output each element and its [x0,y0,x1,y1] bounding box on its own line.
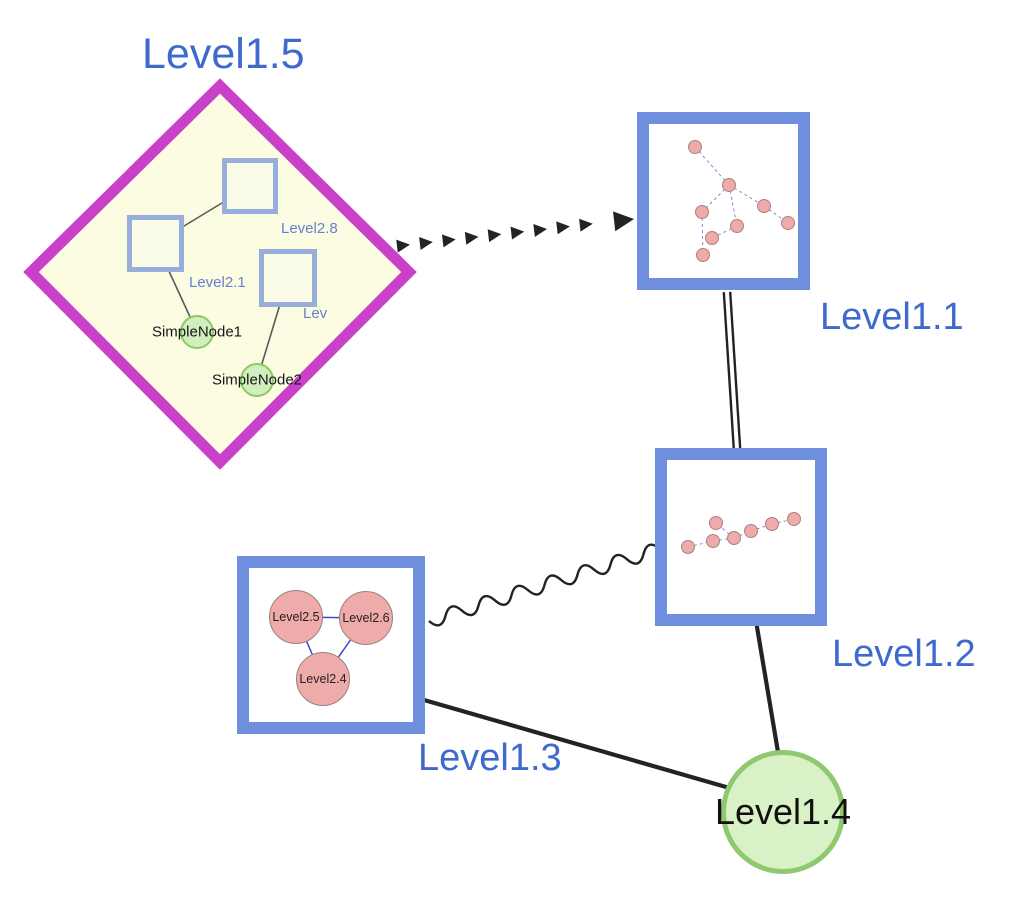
mini-graph-node[interactable] [730,219,744,233]
group-label: Lev [303,305,328,322]
node-label: SimpleNode1 [151,323,243,341]
edge-dashed-arrow-chevron[interactable] [612,211,634,232]
group-label: Level2.1 [189,274,246,291]
group-node-level1-5[interactable] [23,78,417,470]
mini-graph-edge[interactable] [694,146,730,186]
mini-graph-node[interactable] [757,199,771,213]
mini-graph-node[interactable] [781,216,795,230]
group-node-level2.1[interactable] [127,215,184,272]
edge-line[interactable] [421,697,743,794]
group-label-level1-1[interactable]: Level1.1 [820,296,964,338]
edge-dashed-arrow-chevron[interactable] [441,234,456,248]
group-node-level2.8[interactable] [222,158,278,214]
mini-graph-node[interactable] [705,231,719,245]
edge-wavy-line[interactable] [428,543,661,627]
mini-graph-edge[interactable] [687,540,714,548]
edge-line[interactable] [754,624,781,755]
mini-graph-node[interactable] [722,178,736,192]
inner-graph-level1-1 [688,140,795,262]
edge-dashed-arrow-chevron[interactable] [510,226,525,240]
mini-graph-edge[interactable] [711,225,738,239]
edge-dashed-arrow-chevron[interactable] [533,223,548,237]
node-level2.5[interactable]: Level2.5 [269,590,323,644]
node-level2.6[interactable]: Level2.6 [339,591,393,645]
node-level2.4[interactable]: Level2.4 [296,652,350,706]
node-label: SimpleNode2 [211,371,303,389]
node-level1-4[interactable]: Level1.4 [715,750,851,874]
group-label-level1-3[interactable]: Level1.3 [418,737,562,779]
node-simplenode1[interactable] [180,315,214,349]
mini-graph-node[interactable] [787,512,801,526]
group-label-level1-2[interactable]: Level1.2 [832,633,976,675]
mini-graph-node[interactable] [765,517,779,531]
edge-dashed-arrow-chevron[interactable] [396,239,410,253]
edge-dashed-arrow-chevron[interactable] [487,229,502,243]
mini-graph-node[interactable] [696,248,710,262]
edge-double-line[interactable] [722,292,736,450]
node-label-level1-4: Level1.4 [714,791,852,832]
edge-dashed-arrow-chevron[interactable] [556,221,570,235]
edge-dashed-arrow-chevron[interactable] [419,237,433,250]
mini-graph-node[interactable] [681,540,695,554]
mini-graph-node[interactable] [688,140,702,154]
group-node-lev[interactable] [259,249,317,307]
mini-graph-node[interactable] [744,524,758,538]
edge-double-line[interactable] [728,291,742,449]
group-node-level1-1[interactable] [637,112,810,290]
edge-dashed-arrow-chevron[interactable] [464,231,479,245]
mini-graph-node[interactable] [706,534,720,548]
group-label-level1-5[interactable]: Level1.5 [142,30,305,78]
mini-graph-edge[interactable] [701,211,704,256]
inner-graph-level1-2 [681,512,801,554]
group-label: Level2.8 [281,220,338,237]
mini-graph-node[interactable] [709,516,723,530]
mini-graph-node[interactable] [695,205,709,219]
group-node-level1-2[interactable] [655,448,827,626]
node-simplenode2[interactable] [240,363,274,397]
edge-dashed-arrow-chevron[interactable] [579,218,593,232]
mini-graph-node[interactable] [727,531,741,545]
